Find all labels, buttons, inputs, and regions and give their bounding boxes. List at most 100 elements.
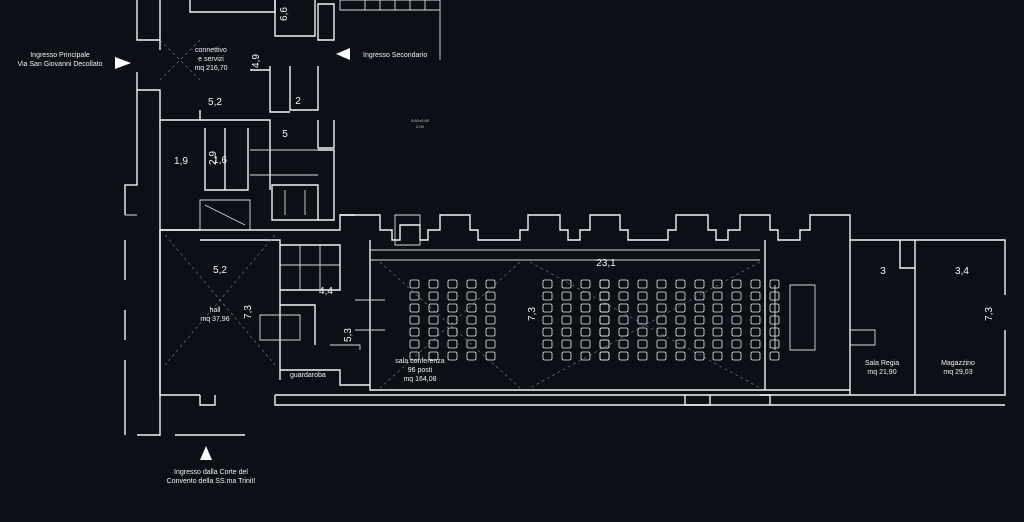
- seat: [561, 351, 572, 361]
- seat: [466, 315, 477, 325]
- connettivo-block: [136, 0, 441, 231]
- seat: [599, 315, 610, 325]
- seat: [618, 315, 629, 325]
- seat: [656, 303, 667, 313]
- seat: [466, 303, 477, 313]
- seat: [447, 279, 458, 289]
- guardaroba-label: guardaroba: [290, 372, 326, 379]
- seat: [656, 291, 667, 301]
- dim-5: 5: [282, 129, 288, 140]
- seat: [542, 327, 553, 337]
- seat: [542, 339, 553, 349]
- seat: [485, 291, 496, 301]
- seat: [466, 339, 477, 349]
- seat: [599, 339, 610, 349]
- left-corridor: [124, 90, 161, 436]
- seat: [637, 327, 648, 337]
- seat: [409, 291, 420, 301]
- seat: [561, 291, 572, 301]
- seat: [712, 339, 723, 349]
- seat: [428, 291, 439, 301]
- seat: [769, 303, 780, 313]
- seat: [599, 291, 610, 301]
- seat: [599, 291, 610, 301]
- seat: [637, 339, 648, 349]
- hall-label-2: mq 37,96: [200, 316, 229, 323]
- seat: [618, 291, 629, 301]
- seat: [637, 291, 648, 301]
- dim-1-9: 1,9: [174, 156, 188, 167]
- seat: [599, 279, 610, 289]
- seat: [656, 327, 667, 337]
- conference-block: [274, 214, 1006, 406]
- seat: [447, 291, 458, 301]
- seat: [637, 303, 648, 313]
- seat: [637, 315, 648, 325]
- window-note-1: 0,60×0,60: [411, 118, 430, 123]
- seat: [428, 327, 439, 337]
- dim-5-3: 5,3: [343, 328, 354, 342]
- sala-regia-label-2: mq 21,90: [867, 369, 896, 376]
- seat: [731, 351, 742, 361]
- seat: [599, 351, 610, 361]
- seat: [561, 303, 572, 313]
- seat: [675, 315, 686, 325]
- dim-7-3-conf: 7,3: [527, 307, 538, 321]
- dim-4-9: 4,9: [251, 54, 262, 68]
- seat: [428, 315, 439, 325]
- seat: [447, 351, 458, 361]
- dim-3: 3: [880, 266, 886, 277]
- seat: [712, 315, 723, 325]
- seat: [675, 303, 686, 313]
- seat: [675, 339, 686, 349]
- dim-2: 2: [295, 96, 301, 107]
- seat: [731, 279, 742, 289]
- seat: [542, 303, 553, 313]
- seat: [750, 291, 761, 301]
- sala-conferenza-label-2: 96 posti: [408, 367, 433, 374]
- seat: [750, 351, 761, 361]
- connettivo-label-1: connettivo: [195, 47, 227, 54]
- seat: [466, 327, 477, 337]
- dim-6-6: 6,6: [279, 7, 290, 21]
- seat: [485, 303, 496, 313]
- seat: [694, 327, 705, 337]
- seat: [542, 315, 553, 325]
- seat: [447, 303, 458, 313]
- seat: [466, 291, 477, 301]
- seat: [428, 303, 439, 313]
- sala-regia-label-1: Sala Regia: [865, 360, 899, 367]
- main-entrance-arrow: [115, 57, 131, 69]
- seat: [599, 279, 610, 289]
- connettivo-label-2: e servizi: [198, 56, 224, 63]
- seat: [466, 351, 477, 361]
- seat: [466, 279, 477, 289]
- courtyard-entrance-label-2: Convento della SS.ma Trinit!: [167, 478, 256, 485]
- seat: [694, 303, 705, 313]
- seat: [618, 339, 629, 349]
- seat: [599, 303, 610, 313]
- seat: [485, 339, 496, 349]
- seat: [656, 315, 667, 325]
- seat: [599, 315, 610, 325]
- seat: [731, 339, 742, 349]
- hall-label-1: hall: [210, 307, 221, 314]
- seat: [618, 351, 629, 361]
- seat: [580, 351, 591, 361]
- dim-7-3-hall: 7,3: [243, 305, 254, 319]
- seat: [675, 327, 686, 337]
- seat: [409, 315, 420, 325]
- dim-3-4: 3,4: [955, 266, 969, 277]
- seat: [542, 351, 553, 361]
- seat: [542, 279, 553, 289]
- dim-5-2-top: 5,2: [208, 97, 222, 108]
- seat: [656, 339, 667, 349]
- seat: [675, 351, 686, 361]
- labels: Ingresso Principale Via San Giovanni Dec…: [17, 47, 975, 485]
- seat: [542, 291, 553, 301]
- seat: [712, 303, 723, 313]
- seat: [712, 279, 723, 289]
- seat: [409, 303, 420, 313]
- dim-4-4: 4,4: [319, 286, 333, 297]
- entrance-arrows: [115, 48, 350, 460]
